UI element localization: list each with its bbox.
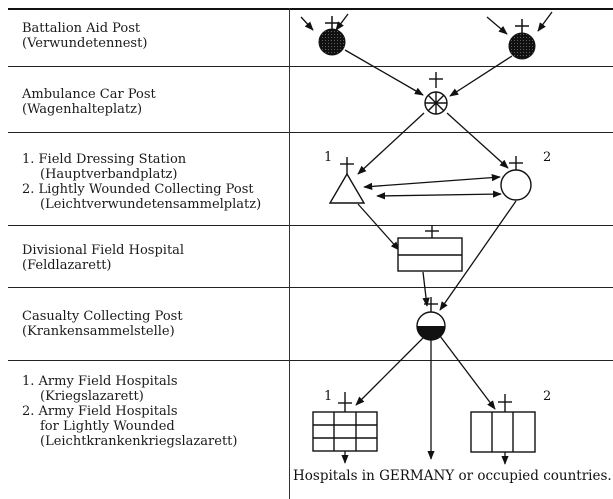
army-field-hospital-lightly-wounded-symbol — [470, 394, 536, 453]
row-german-name: (Krankensammelstelle) — [22, 324, 175, 339]
flow-arrow — [446, 112, 509, 169]
casualty-collecting-post-symbol — [416, 297, 446, 341]
row-title: Casualty Collecting Post — [22, 309, 183, 324]
lightly-wounded-collecting-post-symbol — [500, 156, 532, 201]
row-german-name: (Leichtverwundetensammelplatz) — [40, 197, 262, 212]
top-rule — [8, 8, 613, 10]
row-title: Ambulance Car Post — [22, 87, 156, 102]
battalion-aid-post-symbol — [508, 19, 536, 60]
afh-number: 1 — [324, 389, 332, 404]
row-battalion-aid-post: Battalion Aid Post (Verwundetennest) — [22, 21, 287, 51]
row-title: 1. Field Dressing Station — [22, 152, 187, 167]
flow-arrow — [344, 49, 424, 96]
row-ambulance-car-post: Ambulance Car Post (Wagenhalteplatz) — [22, 87, 287, 117]
flow-arrow — [449, 55, 513, 97]
exchange-arrow — [376, 190, 502, 200]
row-divider — [8, 360, 613, 361]
row-divider — [8, 66, 613, 67]
incoming-arrow — [335, 13, 349, 31]
row-title: Divisional Field Hospital — [22, 243, 185, 258]
flow-arrow — [439, 335, 496, 410]
row-field-dressing-station: 1. Field Dressing Station (Hauptverbandp… — [22, 152, 287, 212]
row-divisional-field-hospital: Divisional Field Hospital (Feldlazarett) — [22, 243, 287, 273]
fds-number: 1 — [324, 150, 332, 165]
afhlw-number: 2 — [543, 389, 551, 404]
row-title: 2. Army Field Hospitals — [22, 404, 178, 419]
row-german-name: (Wagenhalteplatz) — [22, 102, 143, 117]
battalion-aid-post-symbol — [318, 16, 346, 56]
row-casualty-collecting-post: Casualty Collecting Post (Krankensammels… — [22, 309, 287, 339]
exchange-arrow — [363, 173, 501, 191]
field-dressing-station-symbol — [328, 157, 366, 204]
flow-arrow — [355, 337, 424, 406]
row-divider — [8, 225, 613, 226]
divisional-field-hospital-symbol — [397, 225, 463, 272]
flow-arrow — [439, 200, 517, 311]
flow-arrow — [357, 203, 400, 251]
incoming-arrow — [300, 16, 314, 31]
destination-caption: Hospitals in GERMANY or occupied countri… — [293, 468, 612, 484]
army-field-hospital-symbol — [312, 392, 378, 452]
row-german-name: (Verwundetennest) — [22, 36, 148, 51]
row-title-cont: for Lightly Wounded — [40, 419, 175, 434]
row-divider — [8, 287, 613, 288]
flow-arrow — [357, 112, 425, 175]
incoming-arrow — [486, 16, 508, 35]
column-divider — [289, 8, 290, 499]
flow-arrow — [422, 271, 430, 307]
row-german-name: (Kriegslazarett) — [40, 389, 144, 404]
row-german-name: (Leichtkrankenkriegslazarett) — [40, 434, 238, 449]
row-german-name: (Hauptverbandplatz) — [40, 167, 178, 182]
ambulance-car-post-symbol — [424, 72, 448, 115]
row-title: 1. Army Field Hospitals — [22, 374, 178, 389]
lwcp-number: 2 — [543, 150, 551, 165]
row-divider — [8, 132, 613, 133]
row-title: Battalion Aid Post — [22, 21, 141, 36]
row-german-name: (Feldlazarett) — [22, 258, 112, 273]
row-army-field-hospitals: 1. Army Field Hospitals (Kriegslazarett)… — [22, 374, 287, 449]
incoming-arrow — [537, 11, 553, 32]
row-title: 2. Lightly Wounded Collecting Post — [22, 182, 254, 197]
